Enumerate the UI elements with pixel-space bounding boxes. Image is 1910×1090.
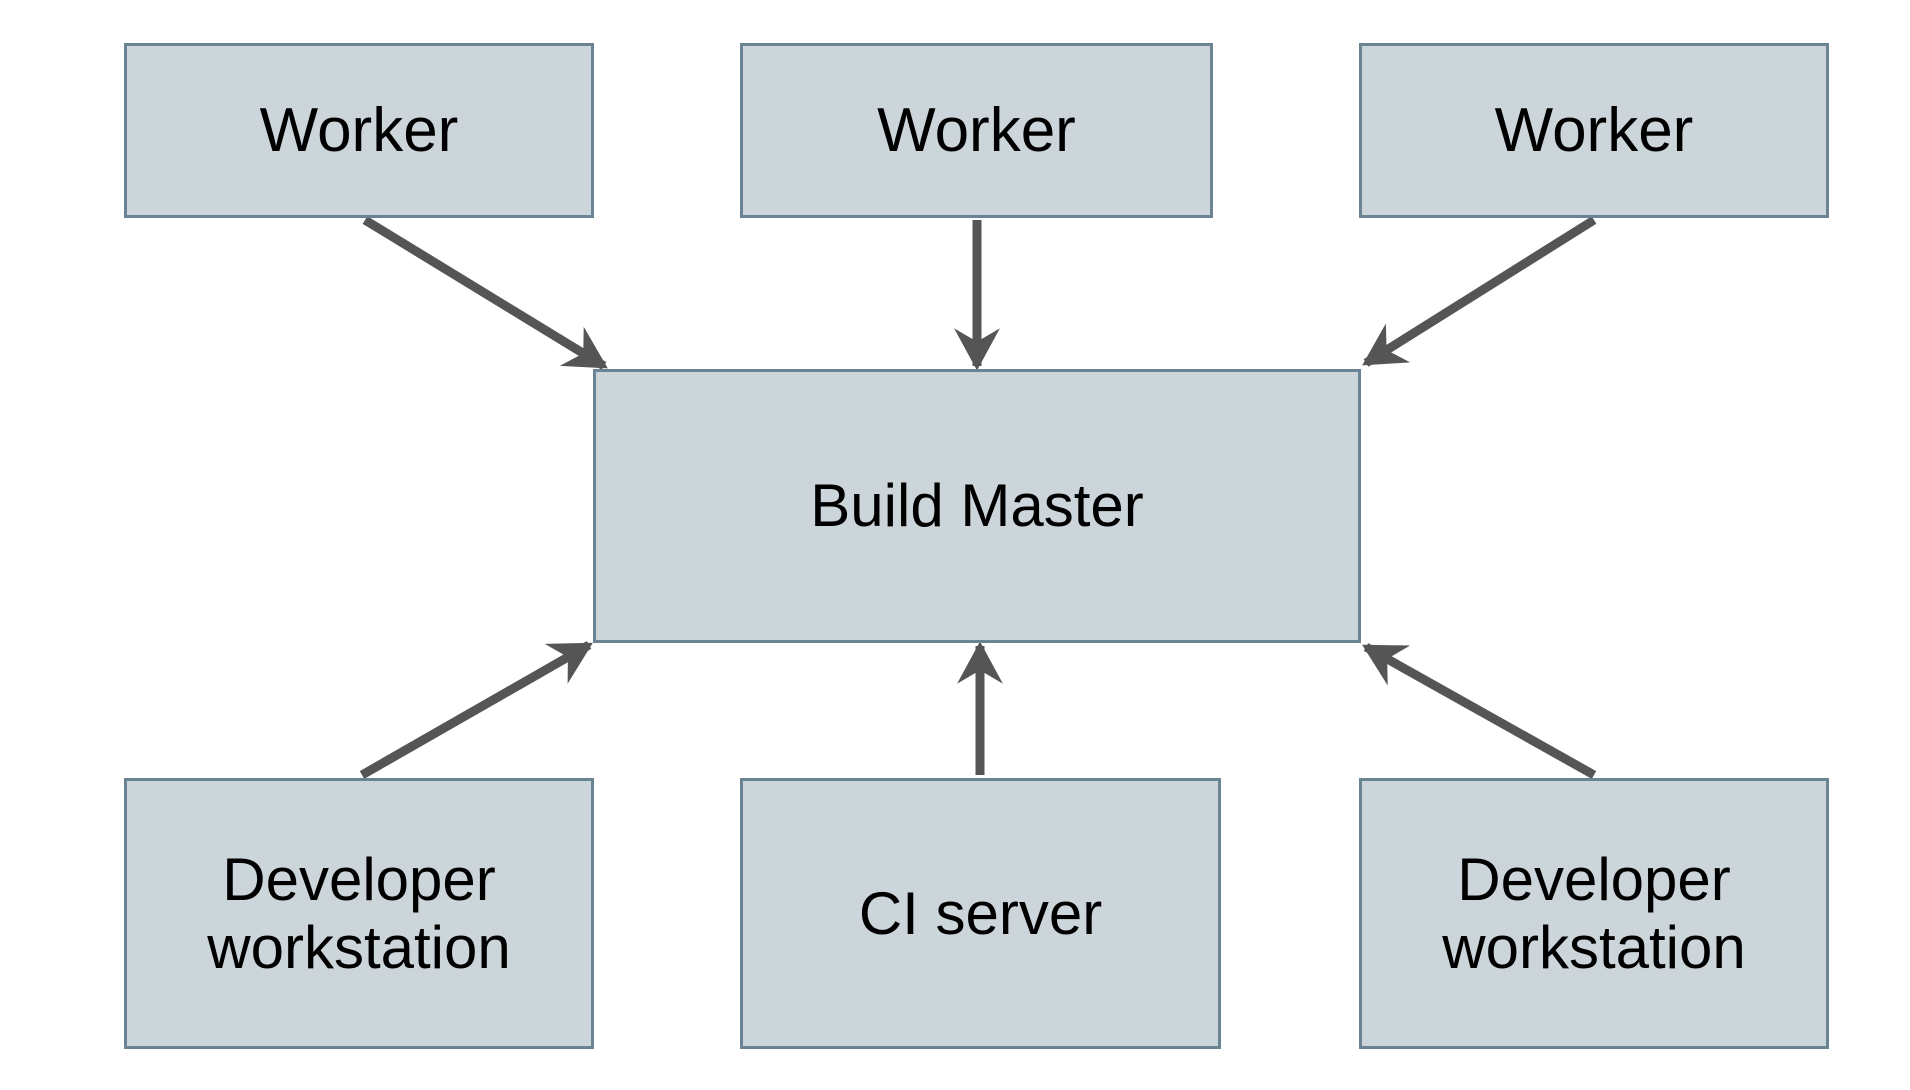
node-label-worker-1: Worker [259,95,459,165]
node-label-build-master: Build Master [810,472,1144,540]
node-worker-2[interactable]: Worker [740,43,1213,218]
node-label-worker-2: Worker [877,95,1076,165]
node-build-master[interactable]: Build Master [593,369,1361,643]
node-worker-1[interactable]: Worker [124,43,594,218]
node-label-developer-workstation-left: Developer workstation [207,846,511,981]
node-ci-server[interactable]: CI server [740,778,1221,1049]
node-developer-workstation-right[interactable]: Developer workstation [1359,778,1829,1049]
node-label-worker-3: Worker [1494,95,1694,165]
node-label-ci-server: CI server [858,879,1103,947]
edge-devleft-to-build-master [359,641,593,779]
node-worker-3[interactable]: Worker [1359,43,1829,218]
edge-worker3-to-build-master [1362,216,1597,367]
node-label-developer-workstation-right: Developer workstation [1442,846,1746,981]
node-developer-workstation-left[interactable]: Developer workstation [124,778,594,1049]
edge-worker1-to-build-master [362,216,608,370]
edge-devright-to-build-master [1362,643,1597,779]
